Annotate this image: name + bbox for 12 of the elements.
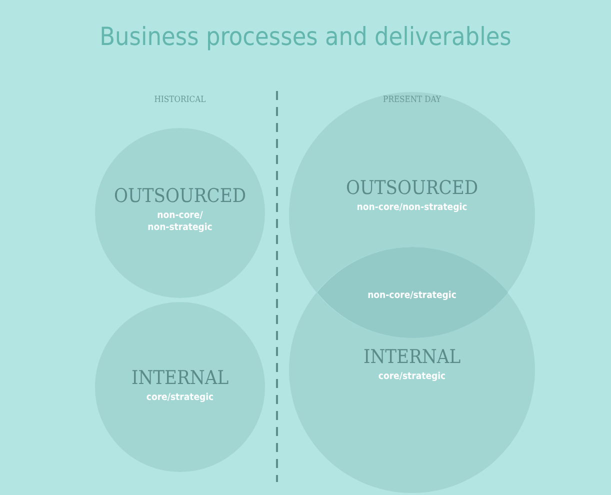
description-text: non-core/ non-strategic (146, 210, 214, 234)
diagram-title: Business processes and deliverables (98, 22, 512, 51)
column-heading: HISTORICAL (153, 95, 207, 105)
heading-text: OUTSOURCED (346, 178, 478, 199)
heading-text: INTERNAL (131, 368, 229, 389)
description-text: core/strategic (378, 370, 446, 383)
description-text: core/strategic (146, 392, 214, 404)
heading-text: INTERNAL (363, 347, 461, 368)
description-text: non-core/non-strategic (356, 202, 468, 214)
heading-text: OUTSOURCED (114, 186, 246, 207)
column-heading: PRESENT DAY (382, 95, 442, 105)
description-text: non-core/strategic (368, 290, 456, 302)
